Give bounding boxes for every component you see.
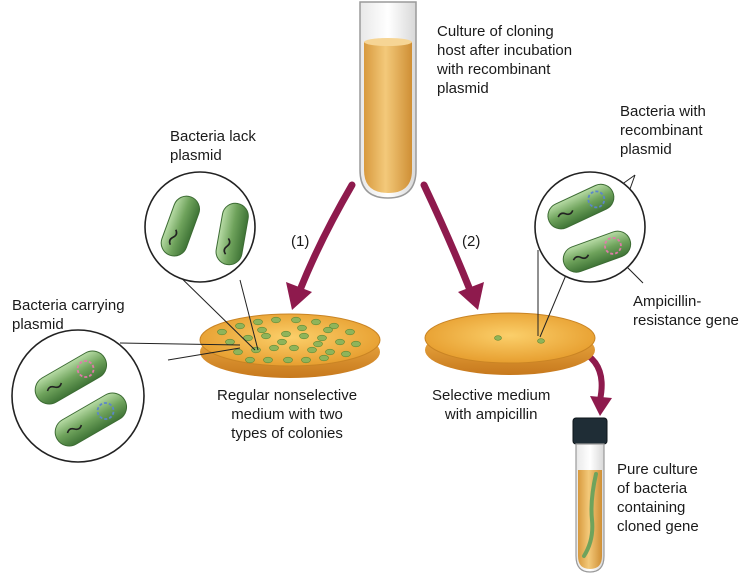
colony — [302, 357, 311, 363]
colony — [236, 323, 245, 329]
colony — [264, 357, 273, 363]
colony — [246, 357, 255, 363]
colony — [352, 341, 361, 347]
label-regular-medium: Regular nonselective medium with two typ… — [217, 386, 357, 443]
colony — [262, 333, 271, 339]
colony — [254, 319, 263, 325]
colony — [346, 329, 355, 335]
colony — [312, 319, 321, 325]
colony — [320, 355, 329, 361]
label-bacteria-recombinant: Bacteria with recombinant plasmid — [620, 102, 706, 159]
colony — [218, 329, 227, 335]
label-ampicillin-gene: Ampicillin- resistance gene — [633, 292, 739, 330]
pure-culture-tube — [573, 418, 607, 572]
label-culture-top: Culture of cloning host after incubation… — [437, 22, 572, 98]
colony — [234, 349, 243, 355]
colony — [314, 341, 323, 347]
colony — [272, 317, 281, 323]
colony — [342, 351, 351, 357]
colony — [308, 347, 317, 353]
colony — [270, 345, 279, 351]
colony — [300, 333, 309, 339]
label-pure-culture: Pure culture of bacteria containing clon… — [617, 460, 699, 536]
colony — [324, 327, 333, 333]
magnifier-recombinant — [535, 172, 645, 282]
colony — [282, 331, 291, 337]
colony — [318, 335, 327, 341]
colony — [326, 349, 335, 355]
label-step-1: (1) — [291, 232, 309, 251]
label-bacteria-carrying: Bacteria carrying plasmid — [12, 296, 125, 334]
colony — [226, 339, 235, 345]
colony — [278, 339, 287, 345]
culture-tube-top — [360, 2, 416, 198]
colony — [284, 357, 293, 363]
colony — [292, 317, 301, 323]
magnifier-with-plasmid — [12, 330, 144, 462]
selective-plate — [425, 313, 595, 375]
colony — [298, 325, 307, 331]
magnifier-no-plasmid — [145, 172, 255, 282]
label-bacteria-lack: Bacteria lack plasmid — [170, 127, 256, 165]
label-step-2: (2) — [462, 232, 480, 251]
label-selective-medium: Selective medium with ampicillin — [432, 386, 550, 424]
colony — [290, 345, 299, 351]
colony — [258, 327, 267, 333]
colony — [336, 339, 345, 345]
